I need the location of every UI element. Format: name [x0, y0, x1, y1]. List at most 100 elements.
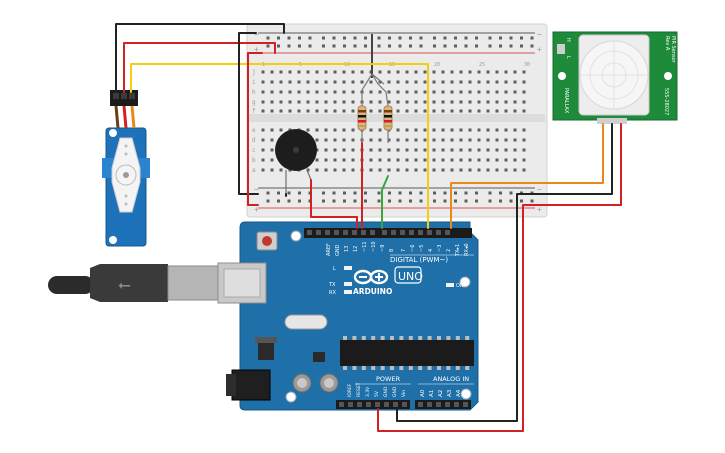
- breadboard-hole: [342, 158, 346, 162]
- breadboard-hole: [468, 80, 472, 84]
- breadboard-hole: [306, 100, 310, 104]
- breadboard-hole: [504, 70, 508, 74]
- breadboard-hole: [261, 109, 265, 113]
- chip-pin: [399, 366, 404, 370]
- mounting-hole-3: [459, 276, 471, 288]
- rail-hole: [509, 191, 513, 195]
- breadboard-hole: [342, 148, 346, 152]
- breadboard-hole: [513, 168, 517, 172]
- rail-hole: [388, 44, 391, 48]
- header-pin: [361, 230, 366, 235]
- breadboard-hole: [342, 168, 346, 172]
- resistor-1: [357, 105, 367, 143]
- breadboard-hole: [270, 158, 274, 162]
- row-letter-a: a: [252, 167, 256, 174]
- breadboard-hole: [270, 138, 274, 142]
- usb-icon: ⭠: [118, 275, 131, 294]
- breadboard-hole: [423, 90, 427, 94]
- breadboard-hole: [504, 158, 508, 162]
- breadboard-hole: [297, 70, 301, 74]
- chip-pin: [371, 366, 376, 370]
- breadboard-hole: [522, 138, 526, 142]
- breadboard-hole: [423, 148, 427, 152]
- rail-hole: [388, 191, 391, 195]
- header-pin: [436, 230, 441, 235]
- capacitor-1-top: [297, 378, 307, 388]
- pin-label-gnd-2: GND: [392, 386, 398, 397]
- pin-label-8: 8: [389, 249, 395, 252]
- led-tx: [344, 282, 352, 286]
- servo-motor: [102, 90, 150, 247]
- header-pin: [382, 230, 387, 235]
- resistor-1-band-1: [358, 110, 366, 113]
- rail-hole: [488, 191, 492, 195]
- breadboard-hole: [306, 109, 310, 113]
- rail-hole: [287, 191, 291, 195]
- reset-button-cap[interactable]: [262, 236, 272, 246]
- breadboard-hole: [315, 138, 319, 142]
- breadboard-hole: [297, 80, 301, 84]
- breadboard-hole: [369, 158, 373, 162]
- led-on: [446, 283, 454, 287]
- breadboard-hole: [495, 80, 499, 84]
- pir-jumper[interactable]: [557, 44, 565, 54]
- breadboard-hole: [513, 100, 517, 104]
- rail-hole: [353, 199, 357, 203]
- pin-label-a5: A5: [465, 389, 471, 397]
- rgb-led-lead-red: [361, 73, 373, 106]
- breadboard-hole: [387, 168, 391, 172]
- rail-plus-tl: +: [254, 45, 259, 54]
- rail-hole: [419, 191, 423, 195]
- arduino-logo: [353, 269, 389, 285]
- rail-hole: [277, 36, 280, 40]
- resistor-2: [383, 105, 393, 143]
- header-pin: [409, 230, 414, 235]
- breadboard-hole: [261, 90, 265, 94]
- breadboard-hole: [477, 168, 481, 172]
- breadboard-hole: [396, 90, 400, 94]
- breadboard-hole: [477, 148, 481, 152]
- breadboard-hole: [504, 109, 508, 113]
- rail-hole: [388, 36, 391, 40]
- breadboard-hole: [378, 138, 382, 142]
- breadboard-hole: [387, 138, 391, 142]
- breadboard-hole: [432, 109, 436, 113]
- rail-hole: [332, 36, 336, 40]
- digital-header-pins: [307, 230, 450, 235]
- uno-badge: [394, 266, 422, 284]
- wire-pir-gnd: [525, 123, 613, 195]
- rail-hole: [277, 199, 280, 203]
- breadboard-hole: [405, 158, 409, 162]
- crystal-oscillator: [284, 314, 328, 330]
- breadboard-hole: [378, 70, 382, 74]
- breadboard-hole: [423, 138, 427, 142]
- breadboard-hole: [414, 168, 418, 172]
- chip-pin: [343, 366, 347, 370]
- pin-label-5v: 5V: [374, 390, 380, 397]
- row-letter-h: h: [252, 89, 256, 96]
- breadboard-hole: [324, 148, 328, 152]
- breadboard-hole: [468, 168, 472, 172]
- chip-pin: [465, 366, 470, 370]
- breadboard-hole: [315, 109, 319, 113]
- breadboard-hole: [414, 80, 418, 84]
- breadboard-hole: [450, 100, 454, 104]
- breadboard: − + − + − + − + j i h g f e d c b a 1 5 …: [246, 23, 548, 218]
- breadboard-hole: [495, 138, 499, 142]
- atmega-chip-pins: [343, 336, 470, 370]
- breadboard-hole: [441, 148, 445, 152]
- breadboard-hole: [441, 138, 445, 142]
- breadboard-hole: [432, 158, 436, 162]
- breadboard-hole: [261, 158, 265, 162]
- pir-part-number: 555-28027: [663, 88, 669, 115]
- led-on-label: ON: [456, 283, 464, 289]
- rgb-led: [361, 34, 389, 107]
- rail-hole: [343, 36, 346, 40]
- breadboard-hole: [486, 138, 490, 142]
- breadboard-hole: [522, 148, 526, 152]
- logo-loop-right: [369, 269, 389, 285]
- breadboard-hole: [414, 158, 418, 162]
- power-header: [336, 400, 410, 409]
- rail-minus-br: −: [537, 185, 542, 194]
- breadboard-hole: [450, 128, 454, 132]
